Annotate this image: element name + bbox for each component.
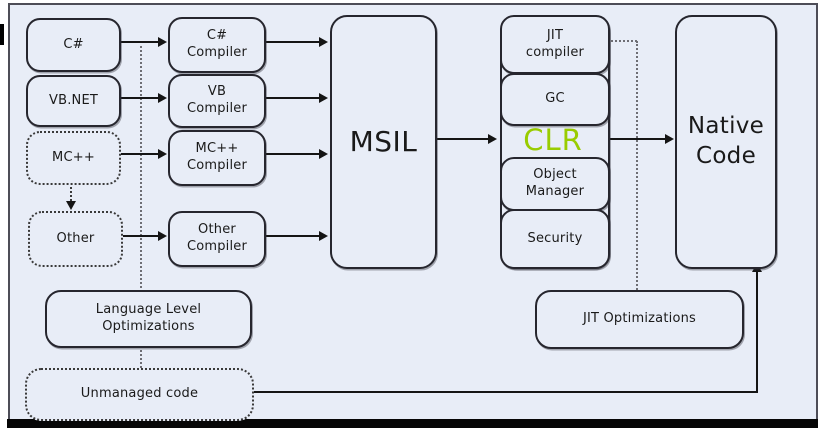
arrowhead-mcpp-to-other: [66, 201, 76, 210]
node-clr-label: CLR: [523, 122, 583, 157]
arrow-vb-compiler-to-msil: [262, 97, 319, 99]
arrowhead-vb-compiler-to-msil: [319, 93, 328, 103]
arrow-mcpp-compiler-to-msil: [262, 153, 319, 155]
arrow-other-compiler-to-msil: [262, 235, 319, 237]
arrowhead-msil-to-clr: [488, 134, 497, 144]
node-csharp-label: C#: [63, 36, 84, 52]
bottom-border-bar: [7, 419, 818, 428]
arrow-mcpp-to-other: [70, 183, 72, 201]
node-mcpp: MC++: [26, 131, 121, 185]
node-object-manager: Object Manager: [500, 157, 610, 211]
arrow-clr-to-native: [608, 138, 665, 140]
node-security: Security: [500, 209, 610, 269]
arrow-mcpp-to-compiler: [117, 153, 158, 155]
arrowhead-other-to-compiler: [158, 231, 167, 241]
node-csharp-compiler-label: C# Compiler: [186, 28, 248, 60]
node-native-code-label: Native Code: [687, 113, 765, 169]
node-mcpp-compiler: MC++ Compiler: [168, 130, 266, 186]
node-unmanaged-code: Unmanaged code: [25, 368, 254, 421]
clr-label-zone: CLR: [500, 122, 606, 157]
node-gc-label: GC: [545, 91, 565, 107]
arrow-csharp-compiler-to-msil: [262, 41, 319, 43]
arrow-msil-to-clr: [433, 138, 488, 140]
node-csharp-compiler: C# Compiler: [168, 17, 266, 73]
node-language-level-optimizations: Language Level Optimizations: [45, 290, 252, 348]
node-vb-compiler-label: VB Compiler: [186, 84, 248, 116]
node-jit-compiler-label: JIT compiler: [525, 27, 585, 60]
node-csharp: C#: [26, 18, 121, 72]
node-other: Other: [28, 211, 123, 267]
node-object-manager-label: Object Manager: [525, 167, 585, 199]
language-optimizations-guide-line: [140, 46, 142, 368]
node-jit-optimizations: JIT Optimizations: [535, 290, 744, 349]
arrow-vbnet-to-compiler: [117, 97, 158, 99]
node-other-label: Other: [56, 230, 95, 246]
arrow-unmanaged-vertical: [756, 271, 758, 393]
node-msil-label: MSIL: [349, 124, 418, 158]
arrowhead-other-compiler-to-msil: [319, 231, 328, 241]
node-language-level-optimizations-label: Language Level Optimizations: [95, 302, 202, 334]
node-gc: GC: [500, 73, 610, 126]
arrowhead-mcpp-compiler-to-msil: [319, 149, 328, 159]
arrowhead-csharp-to-compiler: [158, 37, 167, 47]
jit-optimizations-guide-line-h: [608, 40, 637, 42]
arrowhead-csharp-compiler-to-msil: [319, 37, 328, 47]
node-jit-optimizations-label: JIT Optimizations: [582, 311, 697, 327]
jit-optimizations-guide-line-v: [636, 41, 638, 290]
arrow-other-to-compiler: [119, 235, 158, 237]
node-vbnet-label: VB.NET: [48, 92, 99, 108]
arrowhead-clr-to-native: [665, 134, 674, 144]
node-unmanaged-code-label: Unmanaged code: [80, 386, 199, 402]
node-vb-compiler: VB Compiler: [168, 74, 266, 128]
node-other-compiler: Other Compiler: [168, 211, 266, 267]
arrow-unmanaged-horizontal: [250, 391, 758, 393]
clipped-edge-artifact: [0, 24, 4, 45]
arrow-csharp-to-compiler: [117, 41, 158, 43]
node-msil: MSIL: [330, 15, 437, 269]
arrowhead-mcpp-to-compiler: [158, 149, 167, 159]
node-native-code: Native Code: [675, 15, 777, 269]
arrowhead-vbnet-to-compiler: [158, 93, 167, 103]
node-vbnet: VB.NET: [26, 75, 121, 127]
node-mcpp-label: MC++: [52, 149, 95, 165]
node-mcpp-compiler-label: MC++ Compiler: [186, 141, 248, 173]
node-jit-compiler: JIT compiler: [500, 15, 610, 74]
node-security-label: Security: [527, 230, 583, 246]
node-other-compiler-label: Other Compiler: [186, 222, 248, 254]
